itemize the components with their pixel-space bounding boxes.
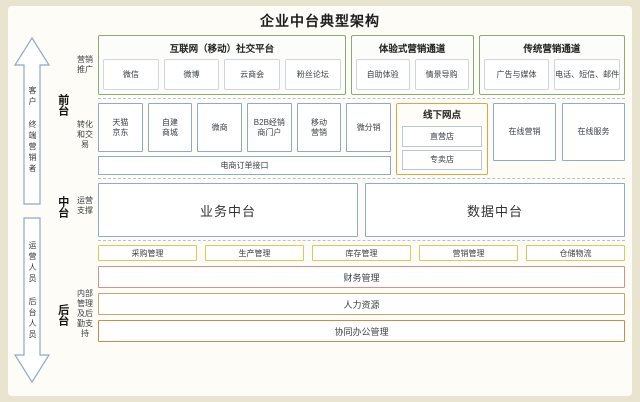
- diagram-body: 客户 终端营销者 运营人员 后台人员 前台 中台 后台 营销 推广 转化 和交 …: [8, 35, 632, 396]
- sublabel-operation-support: 运营 支撑: [77, 196, 93, 215]
- cell-wechat-business[interactable]: 微商: [197, 103, 243, 152]
- page-title: 企业中台典型架构: [260, 13, 380, 29]
- module-marketing[interactable]: 营销管理: [419, 245, 518, 261]
- customer-arrow-label: 客户 终端营销者: [28, 85, 37, 175]
- customer-arrow: 客户 终端营销者: [12, 35, 52, 207]
- chip-wechat[interactable]: 微信: [103, 59, 159, 90]
- arrow-down-icon: [13, 217, 51, 384]
- layer-name-back: 后台: [56, 303, 69, 326]
- offline-item-franchise-store[interactable]: 专卖店: [402, 149, 482, 170]
- cell-b2b-dealer-portal[interactable]: B2B经销 商门户: [247, 103, 292, 152]
- chip-scenario-guide[interactable]: 情景导购: [414, 59, 469, 90]
- cell-mobile-marketing[interactable]: 移动 营销: [296, 103, 342, 152]
- platform-data-middle[interactable]: 数据中台: [365, 183, 625, 237]
- group-social-platform: 互联网（移动）社交平台 微信 微博 云商会 粉丝论坛: [98, 35, 346, 95]
- sublabel-promotion: 营销 推广: [77, 55, 93, 74]
- chip-fan-forum[interactable]: 粉丝论坛: [285, 59, 341, 90]
- chip-phone-sms-mail[interactable]: 电话、短信、邮件: [554, 59, 621, 90]
- module-purchasing[interactable]: 采购管理: [98, 245, 197, 261]
- module-collaborative-office[interactable]: 协同办公管理: [98, 320, 625, 342]
- arrow-column: 客户 终端营销者 运营人员 后台人员: [12, 35, 52, 390]
- operator-arrow: 运营人员 后台人员: [12, 215, 52, 385]
- group-social-platform-items: 微信 微博 云商会 粉丝论坛: [103, 59, 341, 90]
- offline-outlets-title: 线下网点: [422, 110, 461, 121]
- chip-weibo[interactable]: 微博: [163, 59, 220, 90]
- diagram-canvas: 企业中台典型架构 客户 终端营销者 运营人员 后台人员: [8, 6, 632, 396]
- cell-online-service[interactable]: 在线服务: [562, 103, 625, 161]
- sublabel-internal-support: 内部 管理 及后 勤支 持: [77, 288, 93, 338]
- row-middle-platform: 业务中台 数据中台: [98, 183, 625, 237]
- cell-micro-distribution[interactable]: 微分销: [346, 103, 392, 152]
- module-production[interactable]: 生产管理: [205, 245, 304, 261]
- group-traditional-channel: 传统营销通道 广告与媒体 电话、短信、邮件: [478, 35, 625, 95]
- cell-tmall-jd[interactable]: 天猫 京东: [98, 103, 143, 152]
- online-channels-block: 天猫 京东 自建 商城 微商 B2B经销 商门户 移动 营销 微分销 电商订单接…: [98, 103, 392, 175]
- separator-middle-back: [98, 240, 625, 242]
- group-experience-channel-items: 自助体验 情景导购: [355, 59, 469, 90]
- group-social-platform-title: 互联网（移动）社交平台: [169, 44, 275, 55]
- layer-name-front: 前台: [56, 94, 69, 116]
- module-warehouse-logistics[interactable]: 仓储物流: [526, 245, 625, 261]
- module-inventory[interactable]: 库存管理: [312, 245, 411, 261]
- ecommerce-order-interface-band: 电商订单接口: [98, 156, 391, 175]
- online-service-block: 在线营销 在线服务: [493, 103, 625, 175]
- sublabel-column: 营销 推广 转化 和交 易 运营 支撑 内部 管理 及后 勤支 持: [72, 35, 98, 390]
- operator-arrow-label: 运营人员 后台人员: [28, 241, 37, 341]
- platform-business-middle[interactable]: 业务中台: [98, 183, 358, 237]
- row-back-office: 采购管理 生产管理 库存管理 营销管理 仓储物流 财务管理 人力资源 协同办公管…: [98, 245, 625, 390]
- chip-self-service-experience[interactable]: 自助体验: [355, 59, 410, 90]
- module-human-resources[interactable]: 人力资源: [98, 293, 625, 315]
- group-traditional-channel-title: 传统营销通道: [523, 44, 581, 55]
- group-experience-channel: 体验式营销通道 自助体验 情景导购: [350, 35, 474, 95]
- chip-advertising-media[interactable]: 广告与媒体: [483, 59, 550, 90]
- offline-outlets-group: 线下网点 直营店 专卖店: [396, 103, 488, 175]
- online-channel-cells: 天猫 京东 自建 商城 微商 B2B经销 商门户 移动 营销 微分销: [98, 103, 392, 152]
- separator-front-transaction: [98, 98, 625, 100]
- back-office-modules: 采购管理 生产管理 库存管理 营销管理 仓储物流: [98, 245, 625, 261]
- arrow-up-icon: [13, 36, 51, 205]
- row-promotion: 互联网（移动）社交平台 微信 微博 云商会 粉丝论坛 体验式营销通道 自助体验 …: [98, 35, 625, 95]
- module-finance[interactable]: 财务管理: [98, 266, 625, 288]
- row-transaction: 天猫 京东 自建 商城 微商 B2B经销 商门户 移动 营销 微分销 电商订单接…: [98, 103, 625, 175]
- separator-transaction-middle: [98, 178, 625, 180]
- layer-name-middle: 中台: [56, 196, 69, 218]
- group-experience-channel-title: 体验式营销通道: [378, 44, 446, 55]
- chip-cloud-business[interactable]: 云商会: [224, 59, 281, 90]
- cell-self-built-mall[interactable]: 自建 商城: [147, 103, 193, 152]
- cell-online-marketing[interactable]: 在线营销: [493, 103, 556, 161]
- offline-item-direct-store[interactable]: 直营店: [402, 126, 482, 147]
- group-traditional-channel-items: 广告与媒体 电话、短信、邮件: [483, 59, 621, 90]
- sublabel-transaction: 转化 和交 易: [77, 120, 93, 149]
- diagram-main: 互联网（移动）社交平台 微信 微博 云商会 粉丝论坛 体验式营销通道 自助体验 …: [98, 35, 625, 390]
- layer-name-column: 前台 中台 后台: [52, 35, 72, 390]
